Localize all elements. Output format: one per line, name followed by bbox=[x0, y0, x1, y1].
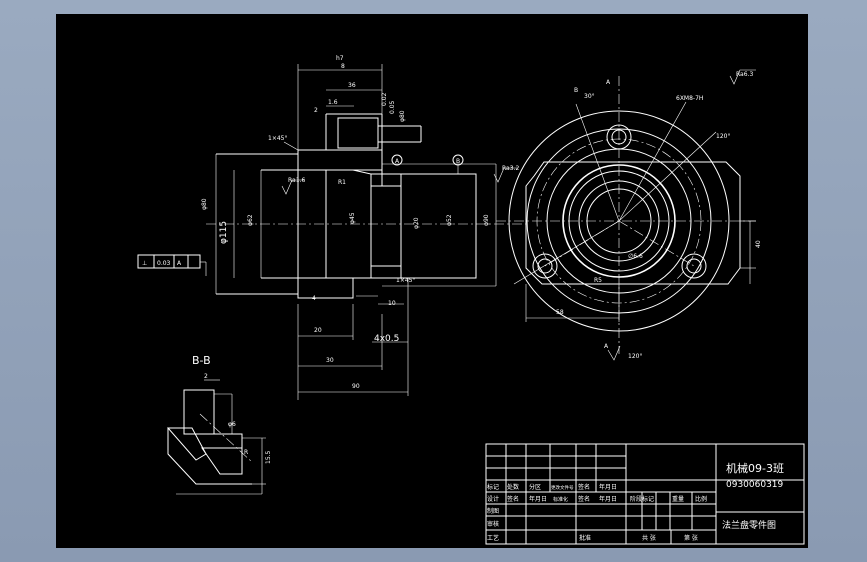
svg-text:4: 4 bbox=[312, 295, 316, 302]
detail-hatch-1 bbox=[183, 389, 215, 435]
svg-text:R5: R5 bbox=[594, 277, 602, 284]
feature-control-frame: ⊥ 0.03 A bbox=[137, 254, 207, 276]
tb-h1-5: 年月日 bbox=[599, 483, 617, 491]
tb-scale: 比例 bbox=[695, 495, 707, 503]
tb-h2-4: 签名 bbox=[578, 495, 590, 503]
svg-text:6XM8-7H: 6XM8-7H bbox=[676, 95, 703, 102]
svg-text:0.02: 0.02 bbox=[381, 92, 388, 106]
svg-text:⊥: ⊥ bbox=[142, 260, 147, 267]
tb-approve: 批准 bbox=[579, 534, 591, 542]
svg-text:φ52: φ52 bbox=[446, 214, 453, 226]
svg-text:R1: R1 bbox=[338, 179, 346, 186]
tb-h2-2: 年月日 bbox=[529, 495, 547, 503]
tb-student-id: 0930060319 bbox=[726, 480, 784, 490]
detail-hatch-3 bbox=[201, 447, 243, 475]
svg-text:R: R bbox=[244, 449, 248, 456]
svg-text:30°: 30° bbox=[584, 93, 595, 100]
svg-text:Ra6.3: Ra6.3 bbox=[736, 71, 753, 78]
engineering-drawing: φ80 φ115 φ62 φ45 φ20 φ52 φ90 h7 8 36 1.6… bbox=[137, 55, 805, 545]
svg-text:A: A bbox=[606, 79, 611, 86]
svg-text:Ra3.2: Ra3.2 bbox=[502, 165, 519, 172]
tb-stage: 阶段标记 bbox=[630, 495, 654, 503]
svg-text:φ80: φ80 bbox=[201, 198, 208, 210]
svg-text:∅6.6: ∅6.6 bbox=[628, 253, 643, 260]
tb-row-0: 制图 bbox=[487, 507, 499, 515]
tb-h2-3: 标准化 bbox=[553, 496, 568, 503]
svg-text:2: 2 bbox=[204, 373, 208, 380]
tb-drawing-name: 法兰盘零件图 bbox=[722, 519, 776, 531]
bolt-hole-left bbox=[532, 253, 558, 279]
tb-h1-4: 签名 bbox=[578, 483, 590, 491]
svg-text:φ90: φ90 bbox=[483, 214, 490, 226]
svg-text:0.03: 0.03 bbox=[157, 260, 171, 267]
tb-h2-1: 签名 bbox=[507, 495, 519, 503]
title-block: 标记 处数 分区 更改文件号 签名 年月日 设计 签名 年月日 标准化 签名 年… bbox=[485, 443, 805, 545]
flange-hatch-top bbox=[297, 149, 383, 171]
svg-text:1.6: 1.6 bbox=[328, 99, 338, 106]
svg-text:φ6: φ6 bbox=[228, 421, 236, 428]
svg-text:8: 8 bbox=[341, 63, 345, 70]
tb-h1-3: 更改文件号 bbox=[551, 484, 574, 491]
front-section-view: φ80 φ115 φ62 φ45 φ20 φ52 φ90 h7 8 36 1.6… bbox=[137, 55, 526, 400]
svg-text:15.5: 15.5 bbox=[265, 450, 272, 464]
svg-text:B: B bbox=[456, 158, 460, 165]
tb-h1-1: 处数 bbox=[507, 483, 519, 491]
dim-chamfer: 4x0.5 bbox=[374, 334, 399, 344]
svg-text:A: A bbox=[177, 260, 182, 267]
bolt-hole-right bbox=[681, 253, 707, 279]
tb-sheet-count: 共 张 bbox=[642, 534, 656, 542]
tb-class-name: 机械09-3班 bbox=[726, 461, 784, 475]
drawing-canvas[interactable]: φ80 φ115 φ62 φ45 φ20 φ52 φ90 h7 8 36 1.6… bbox=[56, 14, 808, 548]
hub-hatch bbox=[370, 173, 402, 187]
svg-text:2: 2 bbox=[314, 107, 318, 114]
svg-text:1×45°: 1×45° bbox=[268, 135, 287, 142]
svg-text:1×45°: 1×45° bbox=[396, 277, 415, 284]
svg-text:B: B bbox=[574, 87, 578, 94]
svg-text:58: 58 bbox=[556, 309, 564, 316]
tb-h2-0: 设计 bbox=[487, 495, 499, 503]
svg-text:h7: h7 bbox=[336, 55, 344, 62]
tb-h1-0: 标记 bbox=[487, 483, 499, 491]
svg-text:40: 40 bbox=[755, 240, 762, 248]
svg-text:30: 30 bbox=[326, 357, 334, 364]
svg-text:φ80: φ80 bbox=[399, 110, 406, 122]
tb-row-2: 工艺 bbox=[487, 534, 499, 542]
svg-text:Ra1.6: Ra1.6 bbox=[288, 177, 305, 184]
dim-dia-main: φ115 bbox=[219, 221, 229, 244]
svg-text:A: A bbox=[395, 158, 400, 165]
detail-view-bb: B-B 2 15.5 φ6 R bbox=[166, 354, 272, 495]
svg-text:0.05: 0.05 bbox=[389, 100, 396, 114]
svg-text:A: A bbox=[604, 343, 609, 350]
svg-text:φ62: φ62 bbox=[247, 214, 254, 226]
tb-h2-5: 年月日 bbox=[599, 495, 617, 503]
tb-sheet-no: 第 张 bbox=[684, 534, 698, 542]
svg-text:90: 90 bbox=[352, 383, 360, 390]
svg-text:φ20: φ20 bbox=[413, 217, 420, 229]
detail-hatch-2 bbox=[166, 427, 207, 461]
tb-weight: 重量 bbox=[672, 495, 684, 503]
svg-text:120°: 120° bbox=[628, 353, 642, 360]
section-label-bb: B-B bbox=[192, 354, 211, 367]
side-view: 30° B 6XM8-7H 120° A A 120° Ra6.3 R5 ∅6.… bbox=[496, 69, 762, 361]
svg-text:φ45: φ45 bbox=[349, 212, 356, 224]
svg-text:20: 20 bbox=[314, 327, 322, 334]
flange-hatch-bottom bbox=[297, 277, 354, 299]
svg-text:36: 36 bbox=[348, 82, 356, 89]
svg-text:10: 10 bbox=[388, 300, 396, 307]
svg-text:120°: 120° bbox=[716, 133, 730, 140]
tb-h1-2: 分区 bbox=[529, 483, 541, 491]
tb-row-1: 审核 bbox=[487, 520, 499, 528]
